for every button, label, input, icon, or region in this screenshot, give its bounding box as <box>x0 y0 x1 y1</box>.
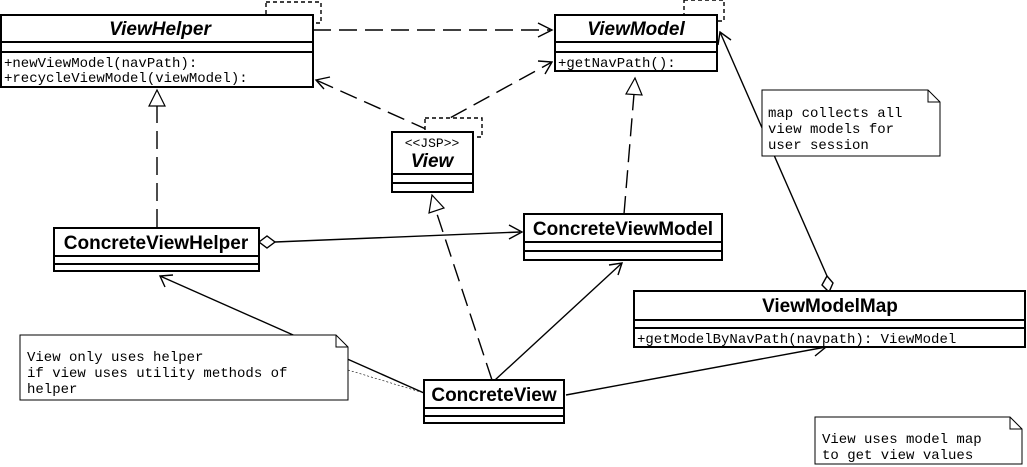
operation-item: +newViewModel(navPath): <box>4 56 197 72</box>
class-viewmodelmap[interactable]: ViewModelMap +getModelByNavPath(navpath)… <box>633 290 1026 348</box>
aggregation-viewmodelmap-to-viewmodel <box>717 30 834 294</box>
realization-concreteviewhelper-to-viewhelper <box>148 88 166 227</box>
note-line: map collects all <box>768 106 902 122</box>
dependency-view-to-viewhelper <box>314 76 429 131</box>
note-line: view models for <box>768 122 894 138</box>
class-name: ViewHelper <box>109 19 212 40</box>
note-line: View uses model map <box>822 432 982 448</box>
operation-item: +recycleViewModel(viewModel): <box>4 71 248 87</box>
note-view-uses-model-map[interactable]: View uses model map to get view values <box>814 416 1023 465</box>
class-concreteview[interactable]: ConcreteView <box>423 379 565 424</box>
operation-item: +getModelByNavPath(navpath): ViewModel <box>637 332 956 348</box>
note-line: helper <box>27 382 77 398</box>
stereotype-label: <<JSP>> <box>405 136 460 151</box>
dependency-viewhelper-to-viewmodel <box>313 22 554 38</box>
class-name: ConcreteViewModel <box>533 219 713 240</box>
note-line: View only uses helper <box>27 350 203 366</box>
note-line: user session <box>768 138 869 154</box>
realization-concreteviewmodel-to-viewmodel <box>623 76 643 215</box>
aggregation-concreteviewhelper-to-concreteviewmodel <box>257 224 524 249</box>
association-concreteview-to-viewmodelmap <box>565 341 828 396</box>
note-line: if view uses utility methods of <box>27 366 287 382</box>
class-name: ViewModelMap <box>762 296 898 317</box>
dependency-view-to-viewmodel <box>427 60 554 131</box>
note-map-collects[interactable]: map collects all view models for user se… <box>761 89 941 157</box>
class-viewhelper[interactable]: ViewHelper +newViewModel(navPath): +recy… <box>0 1 322 88</box>
class-name: ConcreteViewHelper <box>64 233 249 254</box>
class-viewmodel[interactable]: ViewModel +getNavPath(): <box>554 0 725 72</box>
realization-concreteview-to-view <box>428 193 493 381</box>
note-line: to get view values <box>822 448 973 464</box>
class-name: ViewModel <box>587 19 685 40</box>
association-concreteview-to-concreteviewmodel <box>494 262 624 381</box>
class-view[interactable]: <<JSP>> View <box>391 117 483 193</box>
operation-item: +getNavPath(): <box>558 56 676 72</box>
class-box <box>523 213 723 261</box>
class-concreteviewhelper[interactable]: ConcreteViewHelper <box>53 227 260 272</box>
note-view-uses-helper[interactable]: View only uses helper if view uses utili… <box>19 334 349 401</box>
class-concreteviewmodel[interactable]: ConcreteViewModel <box>523 213 723 261</box>
class-name: View <box>411 151 455 172</box>
note-anchor-helper-note <box>347 369 425 394</box>
class-name: ConcreteView <box>431 385 557 406</box>
